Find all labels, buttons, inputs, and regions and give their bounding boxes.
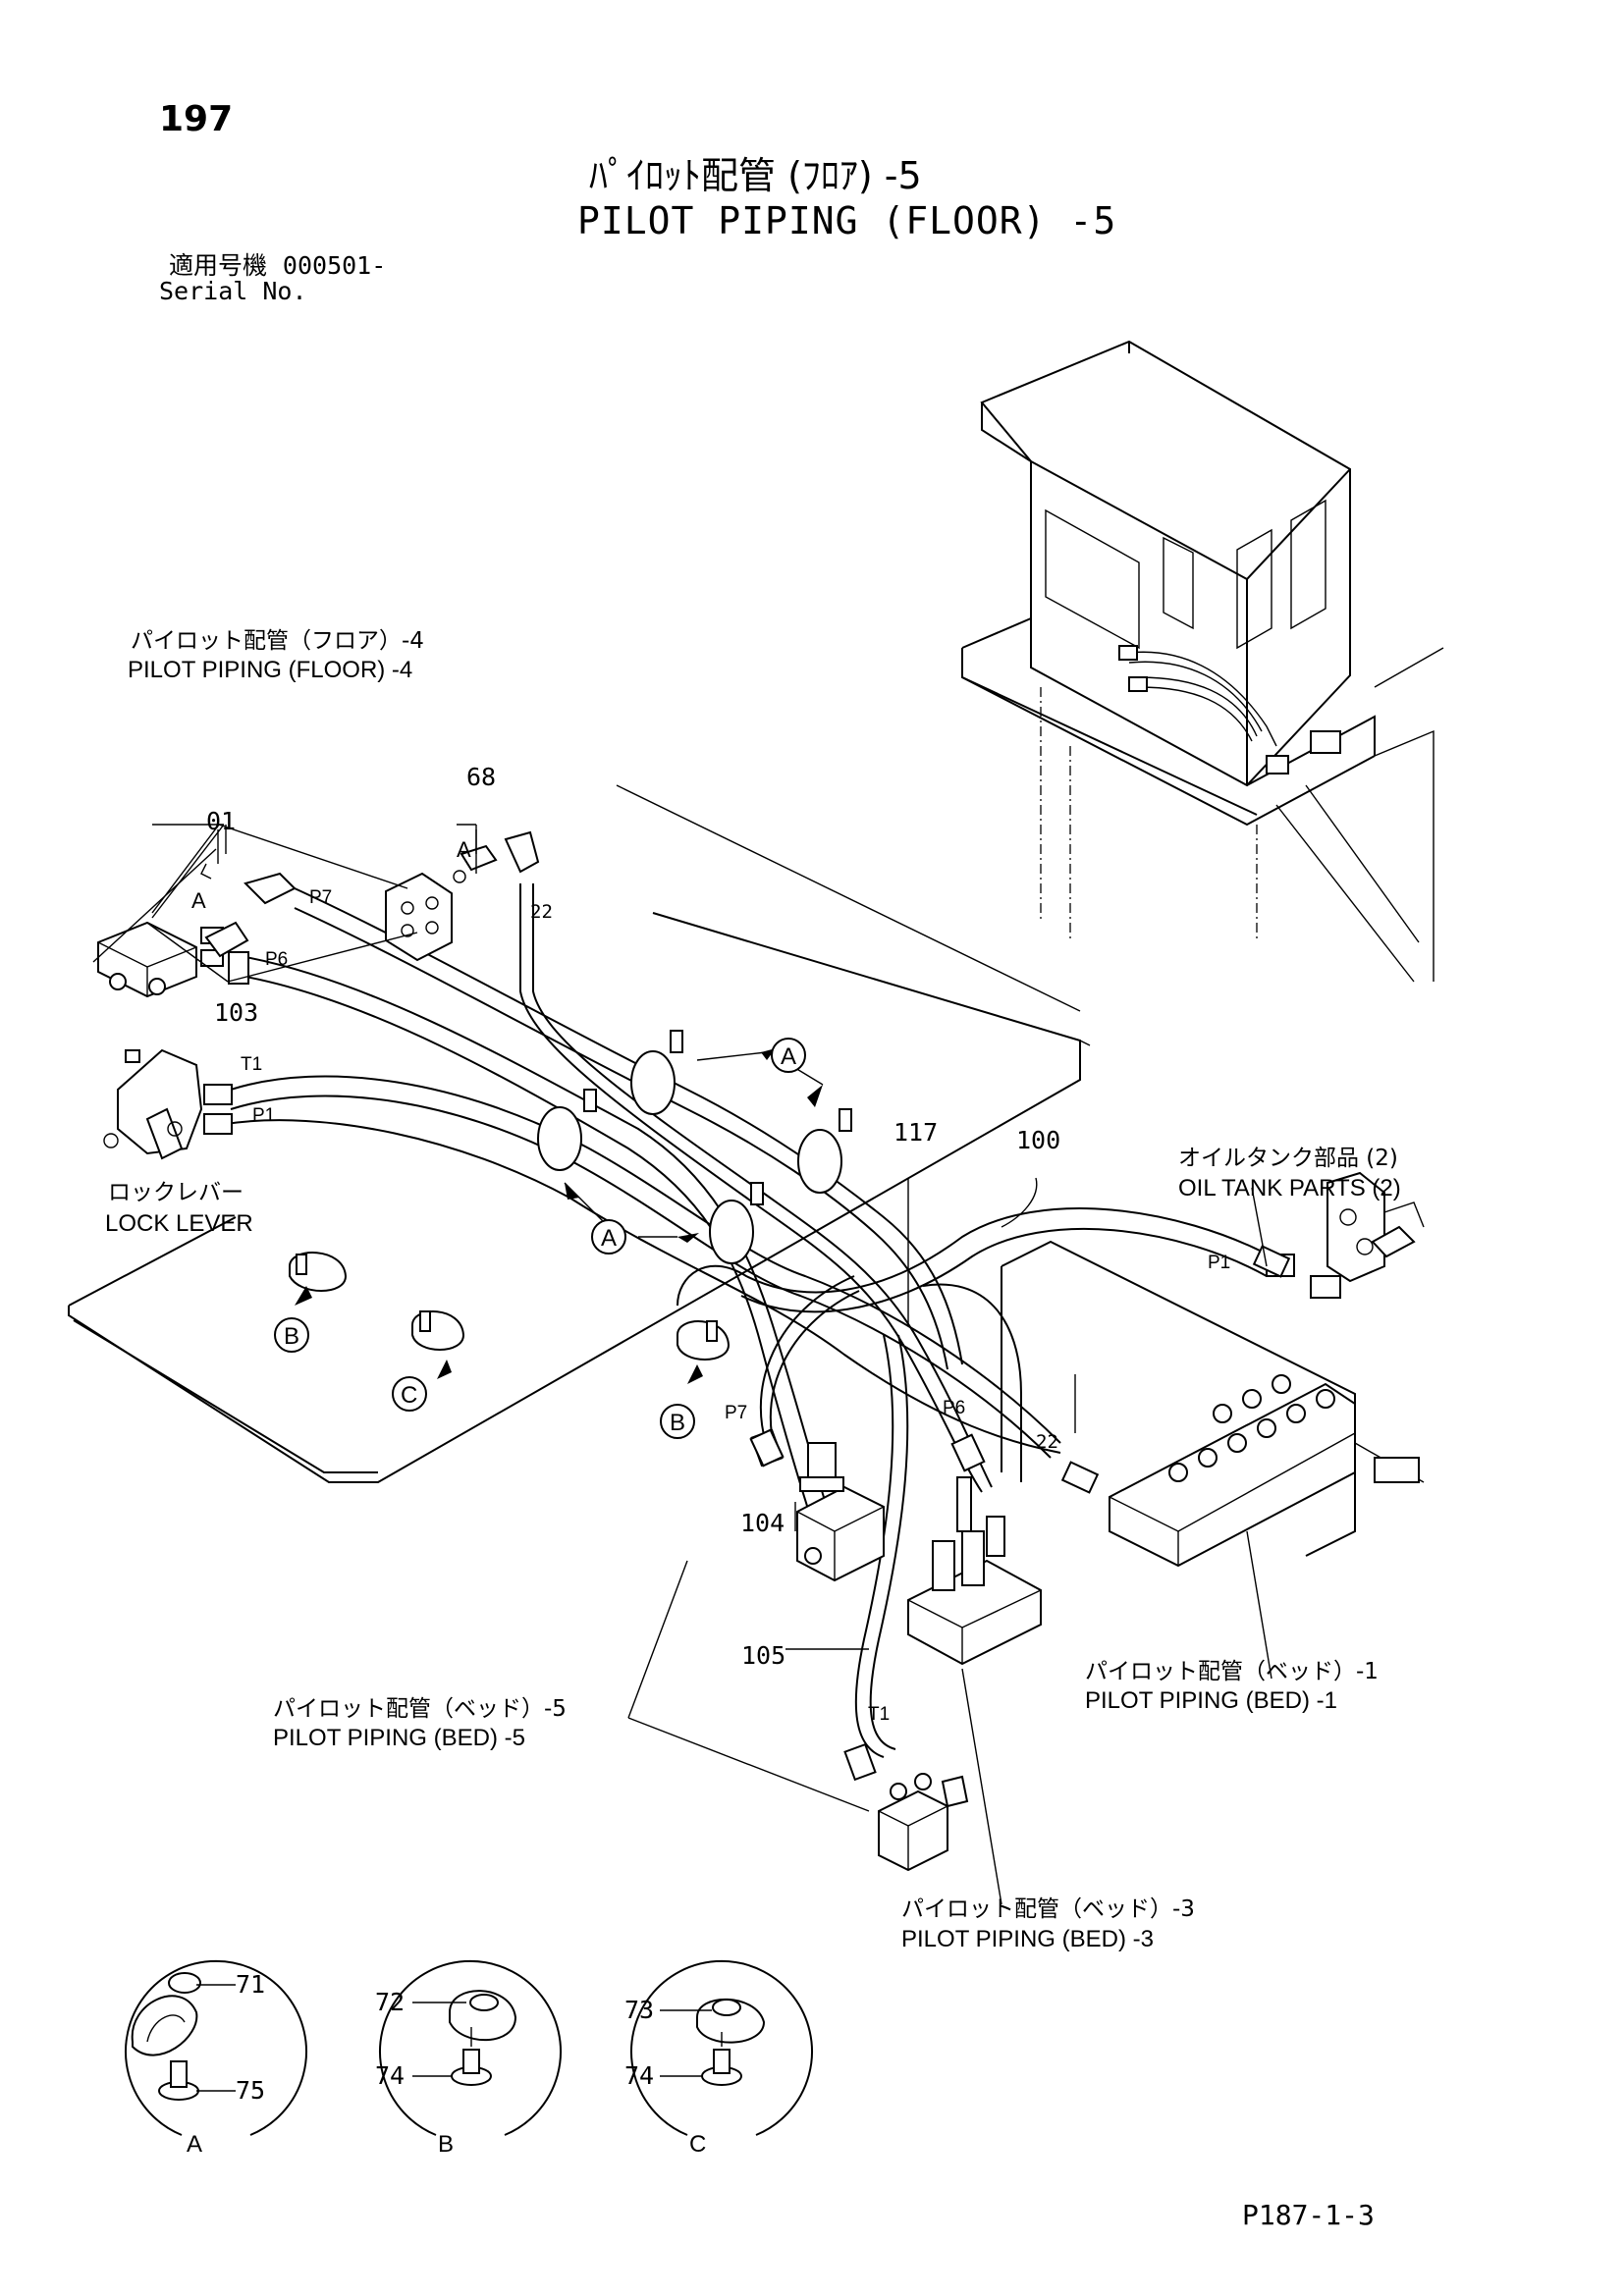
- section-markers: A A B C B: [274, 1038, 806, 1439]
- page-title-japanese: ﾊﾟｲﾛｯﾄ配管 (ﾌﾛｱ) -5: [589, 154, 922, 197]
- svg-text:P7: P7: [725, 1403, 747, 1423]
- svg-text:104: 104: [740, 1509, 785, 1537]
- loose-clamps: [289, 1252, 731, 1361]
- callout-pilot-piping-floor-4: パイロット配管（フロア）-4 PILOT PIPING (FLOOR) -4: [128, 628, 424, 683]
- svg-text:P7: P7: [309, 887, 332, 908]
- svg-text:75: 75: [236, 2076, 265, 2105]
- svg-text:PILOT PIPING (FLOOR) -4: PILOT PIPING (FLOOR) -4: [128, 657, 412, 683]
- svg-text:オイルタンク部品 (2): オイルタンク部品 (2): [1178, 1146, 1398, 1171]
- detail-view-a: 71 75 A: [125, 1959, 307, 2158]
- detail-view-c: 73 74 C: [624, 1959, 813, 2158]
- svg-text:P6: P6: [943, 1398, 965, 1418]
- page-title: PILOT PIPING (FLOOR) -5: [577, 199, 1117, 242]
- svg-text:74: 74: [624, 2061, 654, 2090]
- svg-text:パイロット配管（ベッド）-5: パイロット配管（ベッド）-5: [273, 1696, 567, 1722]
- svg-text:PILOT PIPING (BED) -1: PILOT PIPING (BED) -1: [1085, 1687, 1337, 1714]
- hose-clamps: [537, 1030, 852, 1264]
- svg-text:LOCK LEVER: LOCK LEVER: [105, 1210, 253, 1237]
- svg-text:B: B: [284, 1323, 299, 1350]
- pilot-hoses: [225, 883, 1272, 1758]
- svg-text:A: A: [457, 837, 471, 862]
- svg-text:ロックレバー: ロックレバー: [108, 1180, 244, 1205]
- svg-text:OIL TANK PARTS (2): OIL TANK PARTS (2): [1178, 1175, 1401, 1201]
- svg-text:117: 117: [893, 1118, 938, 1147]
- pilot-valve-upper-left: [97, 830, 540, 998]
- valve-spool-caps: [1168, 1374, 1335, 1482]
- svg-text:P1: P1: [1208, 1253, 1230, 1273]
- svg-text:73: 73: [624, 1996, 654, 2024]
- svg-text:T1: T1: [241, 1054, 262, 1075]
- svg-text:P1: P1: [252, 1105, 275, 1126]
- svg-text:PILOT PIPING (BED) -5: PILOT PIPING (BED) -5: [273, 1725, 525, 1751]
- pilot-valve-lower: [907, 1476, 1042, 1666]
- svg-text:71: 71: [236, 1970, 265, 1999]
- serial-label-japanese: 適用号機: [169, 251, 268, 280]
- operator-cab-drawing: [961, 340, 1444, 983]
- marker-b-left: B: [274, 1317, 309, 1353]
- oil-tank-bracket: [1266, 1171, 1425, 1299]
- svg-text:パイロット配管（フロア）-4: パイロット配管（フロア）-4: [131, 628, 424, 654]
- leader-lines: [92, 824, 1272, 1905]
- callout-pilot-piping-bed-1: パイロット配管（ベッド）-1 PILOT PIPING (BED) -1: [1085, 1659, 1379, 1714]
- hose-fittings: [749, 1245, 1291, 1494]
- detail-label-a: A: [187, 2131, 202, 2158]
- serial-label: Serial No.: [159, 277, 307, 305]
- svg-text:103: 103: [214, 998, 258, 1027]
- svg-text:C: C: [401, 1382, 417, 1409]
- floor-plate-drawing: [68, 784, 1091, 1483]
- svg-text:68: 68: [466, 763, 496, 791]
- callout-pilot-piping-bed-5: パイロット配管（ベッド）-5 PILOT PIPING (BED) -5: [273, 1696, 567, 1751]
- svg-text:22: 22: [1036, 1431, 1058, 1453]
- serial-number-row: 適用号機 000501-: [169, 253, 386, 278]
- svg-text:100: 100: [1016, 1126, 1060, 1154]
- svg-text:P6: P6: [265, 949, 288, 970]
- svg-text:パイロット配管（ベッド）-1: パイロット配管（ベッド）-1: [1085, 1659, 1379, 1684]
- lock-lever-valve: [103, 1048, 233, 1160]
- svg-text:22: 22: [530, 901, 553, 923]
- port-labels: P7 P6 T1 P1 P1 P7 P6 T1 A A: [191, 837, 1230, 1725]
- svg-text:B: B: [670, 1410, 685, 1436]
- callout-oil-tank-parts: オイルタンク部品 (2) OIL TANK PARTS (2): [1178, 1146, 1401, 1201]
- callout-lock-lever: ロックレバー LOCK LEVER: [105, 1180, 253, 1237]
- page-number: 197: [159, 99, 234, 139]
- control-valve-block: [1001, 1240, 1425, 1568]
- svg-text:パイロット配管（ベッド）-3: パイロット配管（ベッド）-3: [901, 1896, 1195, 1922]
- marker-a-upper: A: [771, 1038, 806, 1073]
- marker-a-lower: A: [591, 1219, 626, 1255]
- serial-value: 000501-: [282, 251, 387, 280]
- svg-text:105: 105: [741, 1641, 785, 1670]
- detail-label-b: B: [438, 2131, 454, 2158]
- page-code: P187-1-3: [1242, 2199, 1375, 2231]
- part-number-labels: 01 68 22 103 117 100 22 104 105: [206, 763, 1060, 1670]
- svg-text:T1: T1: [868, 1704, 890, 1725]
- svg-text:PILOT PIPING (BED) -3: PILOT PIPING (BED) -3: [901, 1926, 1154, 1952]
- pilot-valve-bottom: [843, 1742, 969, 1872]
- svg-text:A: A: [191, 888, 206, 913]
- svg-text:72: 72: [375, 1988, 405, 2016]
- svg-text:A: A: [601, 1225, 617, 1252]
- svg-text:74: 74: [375, 2061, 405, 2090]
- marker-c-left: C: [392, 1376, 427, 1412]
- svg-text:A: A: [781, 1043, 796, 1070]
- detail-view-b: 72 74 B: [375, 1959, 562, 2158]
- marker-b-mid: B: [660, 1404, 695, 1439]
- callout-pilot-piping-bed-3: パイロット配管（ベッド）-3 PILOT PIPING (BED) -3: [901, 1896, 1195, 1952]
- detail-label-c: C: [689, 2131, 706, 2158]
- svg-text:01: 01: [206, 807, 236, 835]
- arrowheads: [295, 1048, 823, 1718]
